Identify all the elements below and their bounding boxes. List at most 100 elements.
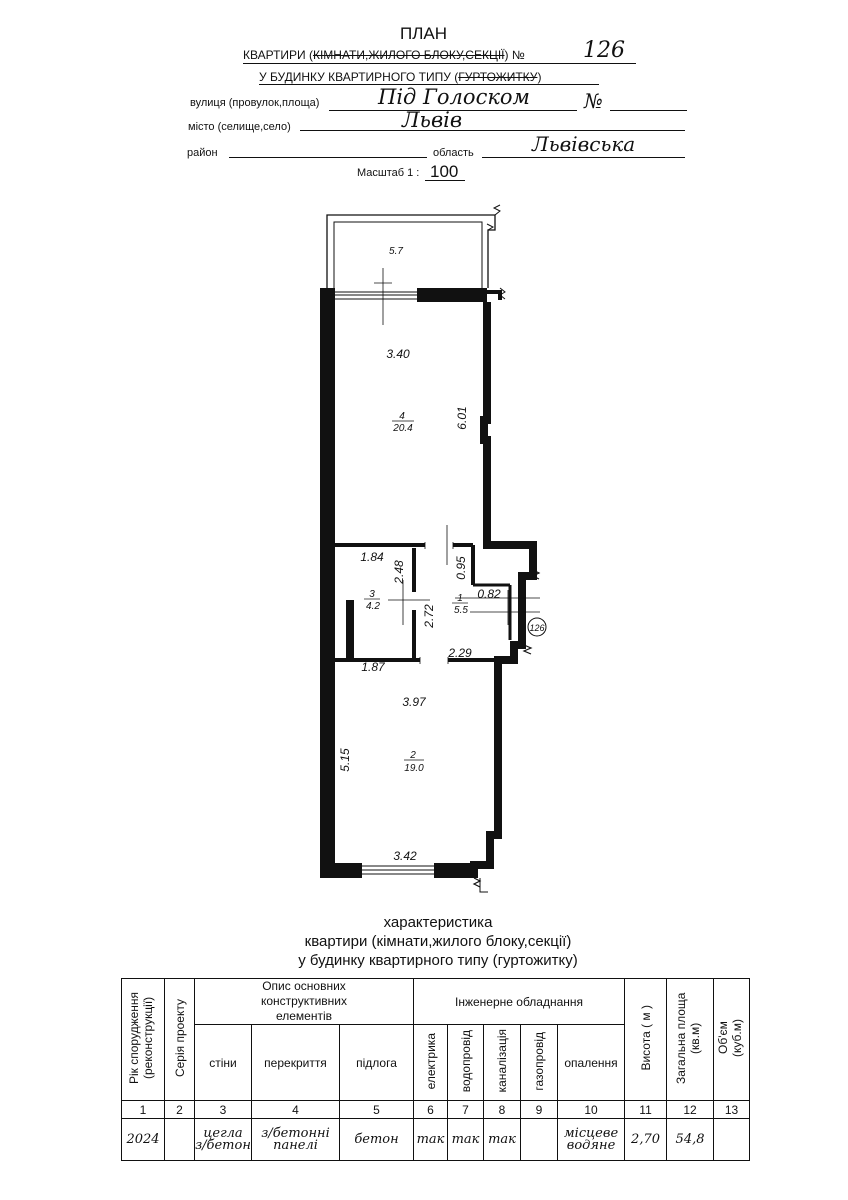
entry-dim: 0.82 [477,587,501,601]
cell-area: 54,8 [666,1118,715,1161]
apartment-line: КВАРТИРИ (КІМНАТИ,ЖИЛОГО БЛОКУ,СЕКЦІЇ) № [243,48,525,62]
header-walls: стіни [194,1024,252,1101]
characteristics-title-1: характеристика [383,914,493,931]
col-number: 5 [339,1100,414,1119]
apartment-line-suffix: ) № [504,48,525,62]
room3-length: 2.48 [392,560,406,585]
city-label: місто (селище,село) [188,121,291,133]
room3-bottom-width: 1.87 [361,660,386,674]
cell-electric: так [413,1118,448,1161]
cell-volume [713,1118,751,1161]
cell-heating-line2: водяне [566,1137,616,1153]
header-height: Висота ( м ) [624,978,668,1101]
street-label: вулиця (провулок,площа) [190,97,320,109]
col-number: 8 [483,1100,521,1119]
col-number: 10 [556,1100,626,1119]
hall-area: 5.5 [454,605,468,616]
hall-bottom-width: 2.29 [447,646,472,660]
building-type-prefix: У БУДИНКУ КВАРТИРНОГО ТИПУ ( [259,70,459,84]
room4-width: 3.40 [386,347,410,361]
room2-bottom-width: 3.42 [393,849,417,863]
header-area: Загальна площа (кв.м) [666,978,715,1101]
header-flooring: підлога [339,1024,414,1101]
region-value: Львівська [532,132,636,156]
right-wall [470,302,537,878]
district-label: район [187,147,218,159]
street-underline [329,110,577,111]
header-engineering: Інженерне обладнання [412,978,626,1025]
region-underline [482,157,685,158]
hall-length: 2.72 [422,604,436,629]
header-water: водопровід [447,1024,484,1101]
city-underline [300,130,685,131]
characteristics-table: Рік спорудження (реконструкції) Серія пр… [121,978,751,1161]
col-number: 12 [666,1100,715,1119]
room3-width: 1.84 [360,550,384,564]
header-year: Рік спорудження (реконструкції) [121,978,165,1101]
cell-sewer: так [483,1118,521,1161]
balcony-dim: 5.7 [389,246,403,257]
hall-number: 1 [457,593,463,604]
col-number: 2 [164,1100,195,1119]
apartment-line-prefix: КВАРТИРИ ( [243,48,313,62]
floor-plan: 126 5.7 3.40 4 20.4 6.01 1.84 2.48 3 4.2… [320,204,547,893]
apartment-number: 126 [583,38,625,63]
house-number-label: № [584,89,603,113]
column-numbers-row: 1 2 3 4 5 6 7 8 9 10 11 12 13 [121,1100,751,1119]
hall-width-top: 0.95 [454,556,468,580]
header-gas: газопровід [520,1024,558,1101]
header-series: Серія проекту [164,978,195,1101]
room3-number: 3 [369,589,375,600]
scale-underline [425,180,465,181]
apartment-line-underline [243,63,636,64]
cell-height: 2,70 [624,1118,668,1161]
scale-label: Масштаб 1 : [357,167,420,179]
building-type-line: У БУДИНКУ КВАРТИРНОГО ТИПУ (ГУРТОЖИТКУ) [259,70,541,84]
room3-area: 4.2 [366,601,380,612]
page-title: ПЛАН [400,24,447,43]
col-number: 1 [121,1100,165,1119]
characteristics-title-2: квартири (кімнати,жилого блоку,секції) [304,933,572,950]
building-type-underline [259,84,599,85]
col-number: 3 [194,1100,252,1119]
col-number: 6 [413,1100,448,1119]
room2-width: 3.97 [402,695,427,709]
header-floors: перекриття [251,1024,340,1101]
header-volume: Об'єм (куб.м) [713,978,751,1101]
cell-series [164,1118,195,1161]
cell-walls-line1: цегла [203,1125,243,1141]
apartment-tag: 126 [529,623,544,633]
house-number-underline [610,110,687,111]
room2-number: 2 [409,750,416,761]
cell-flooring: бетон [339,1118,414,1161]
col-number: 11 [624,1100,668,1119]
cell-floors-line2: панелі [273,1137,318,1153]
col-number: 4 [251,1100,340,1119]
header-heating: опалення [556,1024,626,1101]
district-underline [229,157,427,158]
region-label: область [433,147,474,159]
header-structural: Опис основних конструктивних елементів [194,978,414,1025]
cell-year: 2024 [121,1118,165,1161]
cell-gas [520,1118,558,1161]
room2-area: 19.0 [404,763,424,774]
room4-number: 4 [399,411,405,422]
cell-water: так [447,1118,484,1161]
header-sewer: каналізація [483,1024,521,1101]
building-type-struck: ГУРТОЖИТКУ [458,70,538,84]
room4-length: 6.01 [455,406,469,429]
city-value: Львів [402,108,463,132]
header-electric: електрика [413,1024,448,1101]
cell-heating-line1: місцеве [563,1125,619,1141]
scale-value: 100 [430,162,459,181]
building-type-suffix: ) [537,70,542,84]
apartment-line-struck: КІМНАТИ,ЖИЛОГО БЛОКУ,СЕКЦІЇ [312,48,505,62]
col-number: 9 [520,1100,558,1119]
room4-area: 20.4 [392,423,413,434]
cell-walls-line2: з/бетон [195,1137,251,1153]
col-number: 7 [447,1100,484,1119]
street-value: Під Голоском [378,85,530,109]
